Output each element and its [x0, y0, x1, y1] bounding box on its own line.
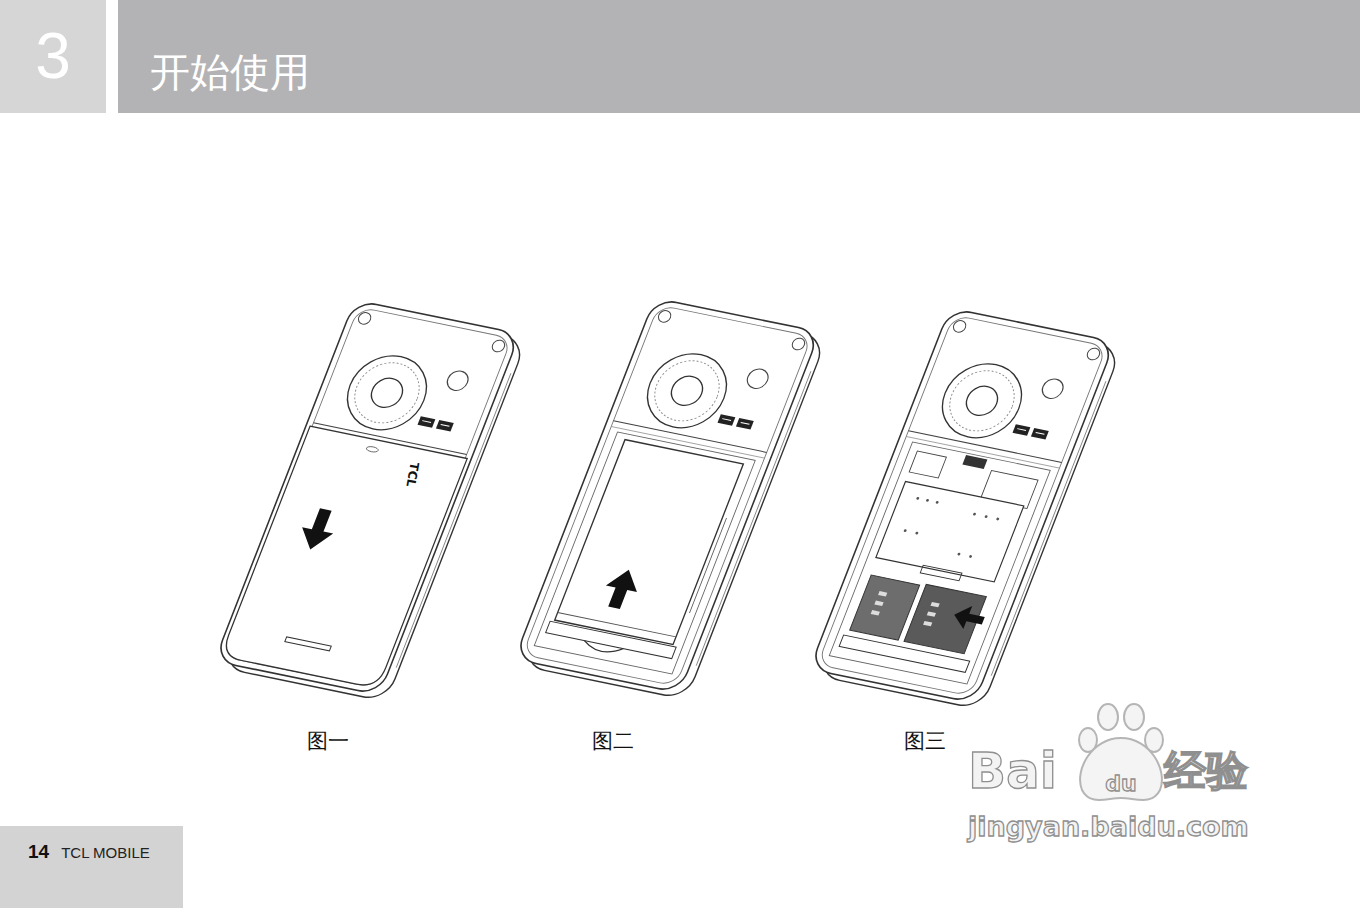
- figure-caption: 图三: [904, 730, 946, 753]
- figure-caption: 图二: [592, 730, 634, 753]
- watermark: Bai: [968, 744, 1057, 799]
- brand-logo: TCL: [403, 461, 420, 488]
- page-footer-box: 14 TCL MOBILE: [0, 826, 183, 908]
- brand-name: TCL MOBILE: [61, 845, 150, 862]
- watermark: du: [1105, 772, 1136, 796]
- chapter-number-box: 3: [0, 0, 106, 113]
- page-number: 14: [28, 842, 49, 863]
- figure-caption: 图一: [307, 730, 349, 753]
- watermark: jingyan.baidu.com: [968, 812, 1249, 842]
- watermark: 经验: [1164, 748, 1248, 794]
- chapter-number: 3: [35, 21, 71, 91]
- chapter-title: 开始使用: [150, 50, 310, 94]
- chapter-title-band: 开始使用: [118, 0, 1360, 113]
